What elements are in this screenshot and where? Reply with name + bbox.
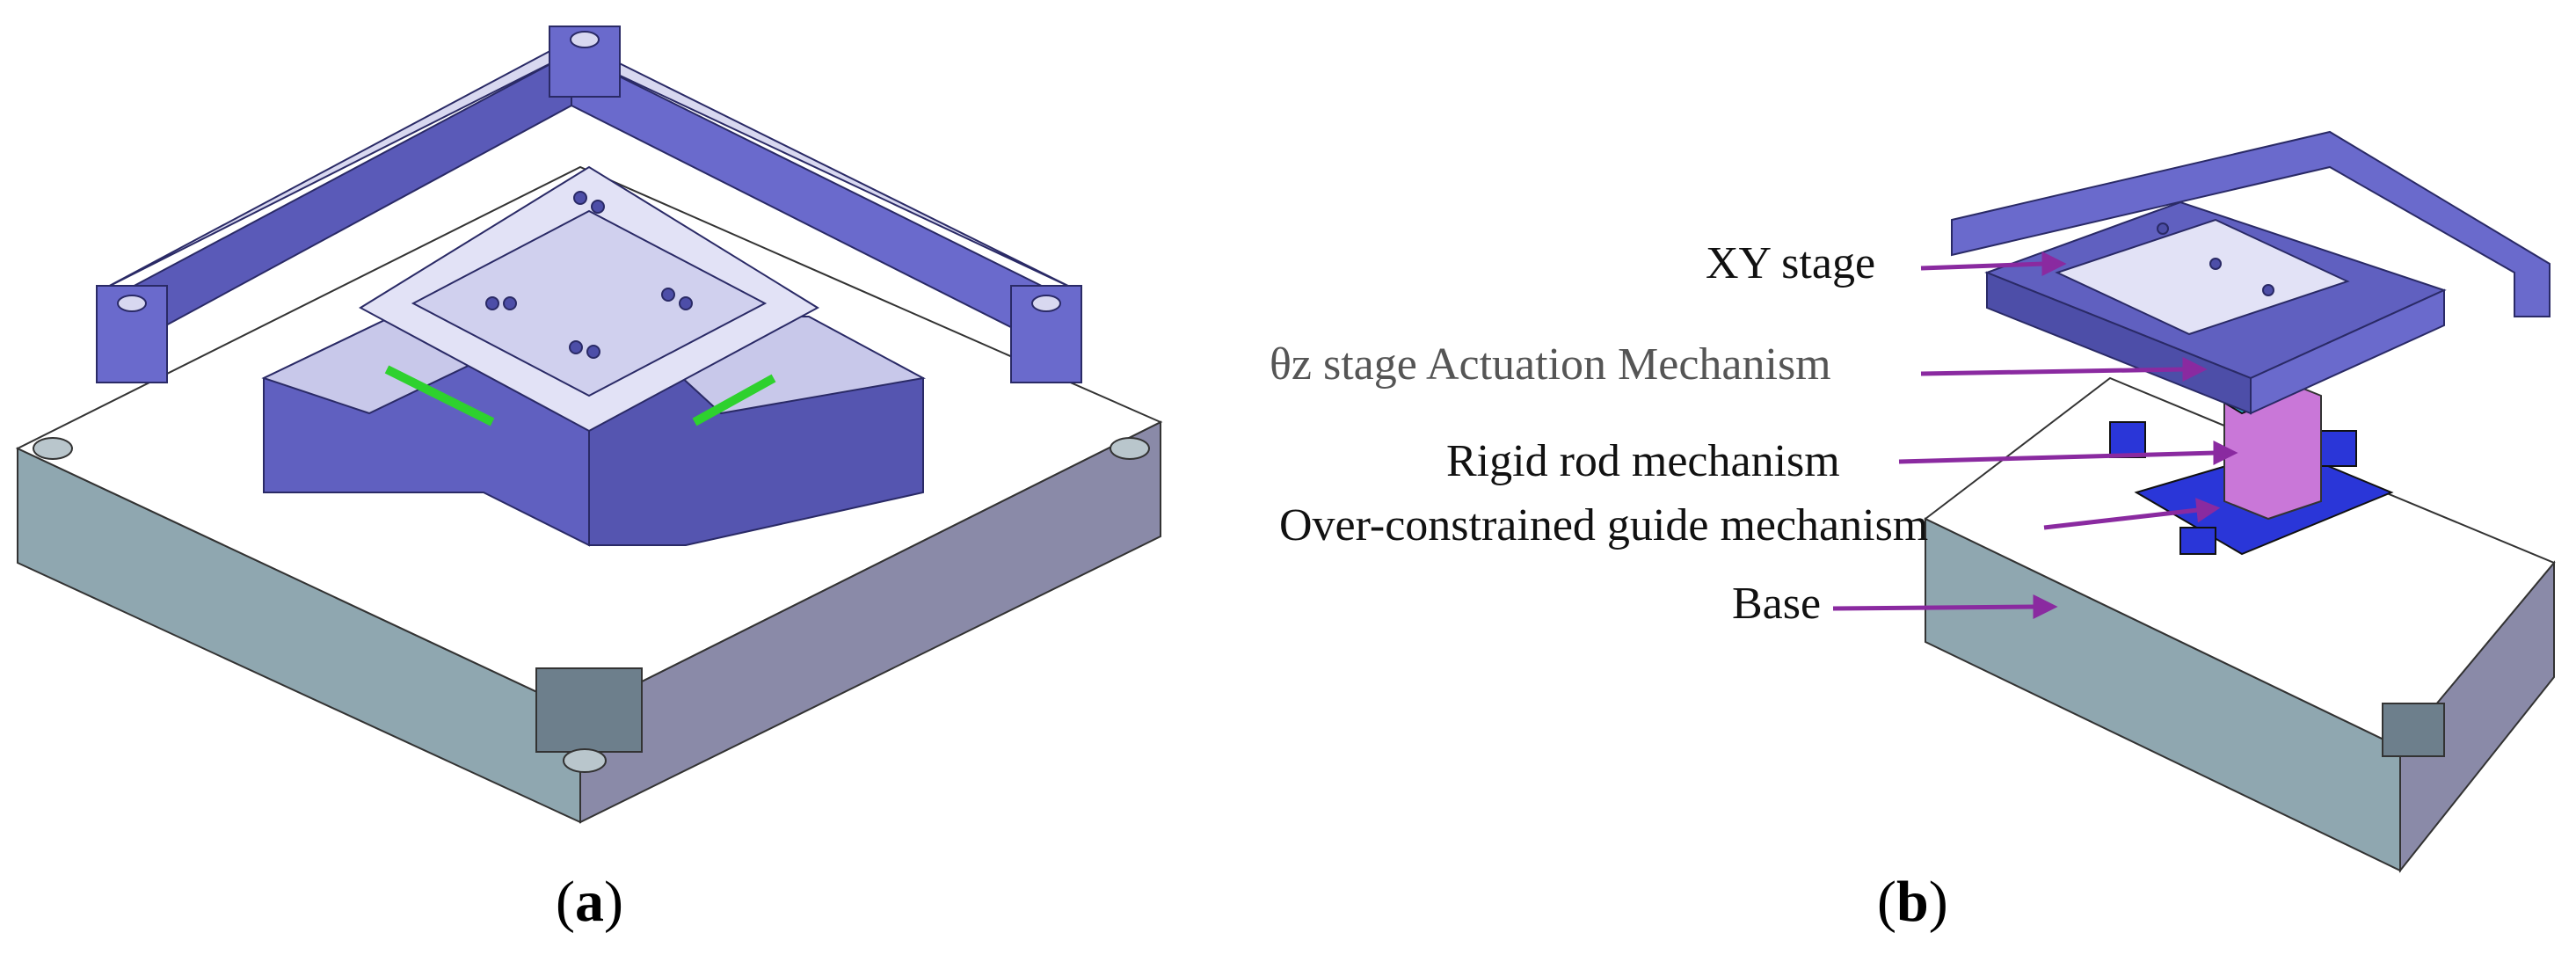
- label-open: (: [556, 870, 575, 934]
- panel-a: (a): [0, 0, 1231, 962]
- panel-a-illustration: [15, 26, 1163, 824]
- top-stage-plate: [358, 165, 820, 433]
- panel-b: XY stage θz stage Actuation Mechanism Ri…: [1231, 0, 2576, 962]
- callout-arrows: [1832, 251, 2238, 620]
- label-close: ): [603, 870, 623, 934]
- callout-guide-mechanism: Over-constrained guide mechanism: [1279, 500, 1929, 550]
- callout-rigid-rod: Rigid rod mechanism: [1446, 436, 1840, 486]
- outer-frame: [96, 26, 1082, 383]
- exploded-xy-stage: [1951, 130, 2551, 415]
- label-close: ): [1928, 870, 1948, 934]
- panel-b-label: (b): [1877, 869, 1948, 936]
- label-open: (: [1877, 870, 1896, 934]
- callout-base: Base: [1732, 579, 1822, 629]
- callout-theta-actuation: θz stage Actuation Mechanism: [1270, 339, 1831, 390]
- label-letter: a: [574, 870, 604, 934]
- label-letter: b: [1896, 870, 1929, 934]
- callout-xy-stage: XY stage: [1706, 238, 1876, 288]
- panel-a-label: (a): [556, 869, 623, 936]
- panel-b-illustration: [1832, 130, 2556, 873]
